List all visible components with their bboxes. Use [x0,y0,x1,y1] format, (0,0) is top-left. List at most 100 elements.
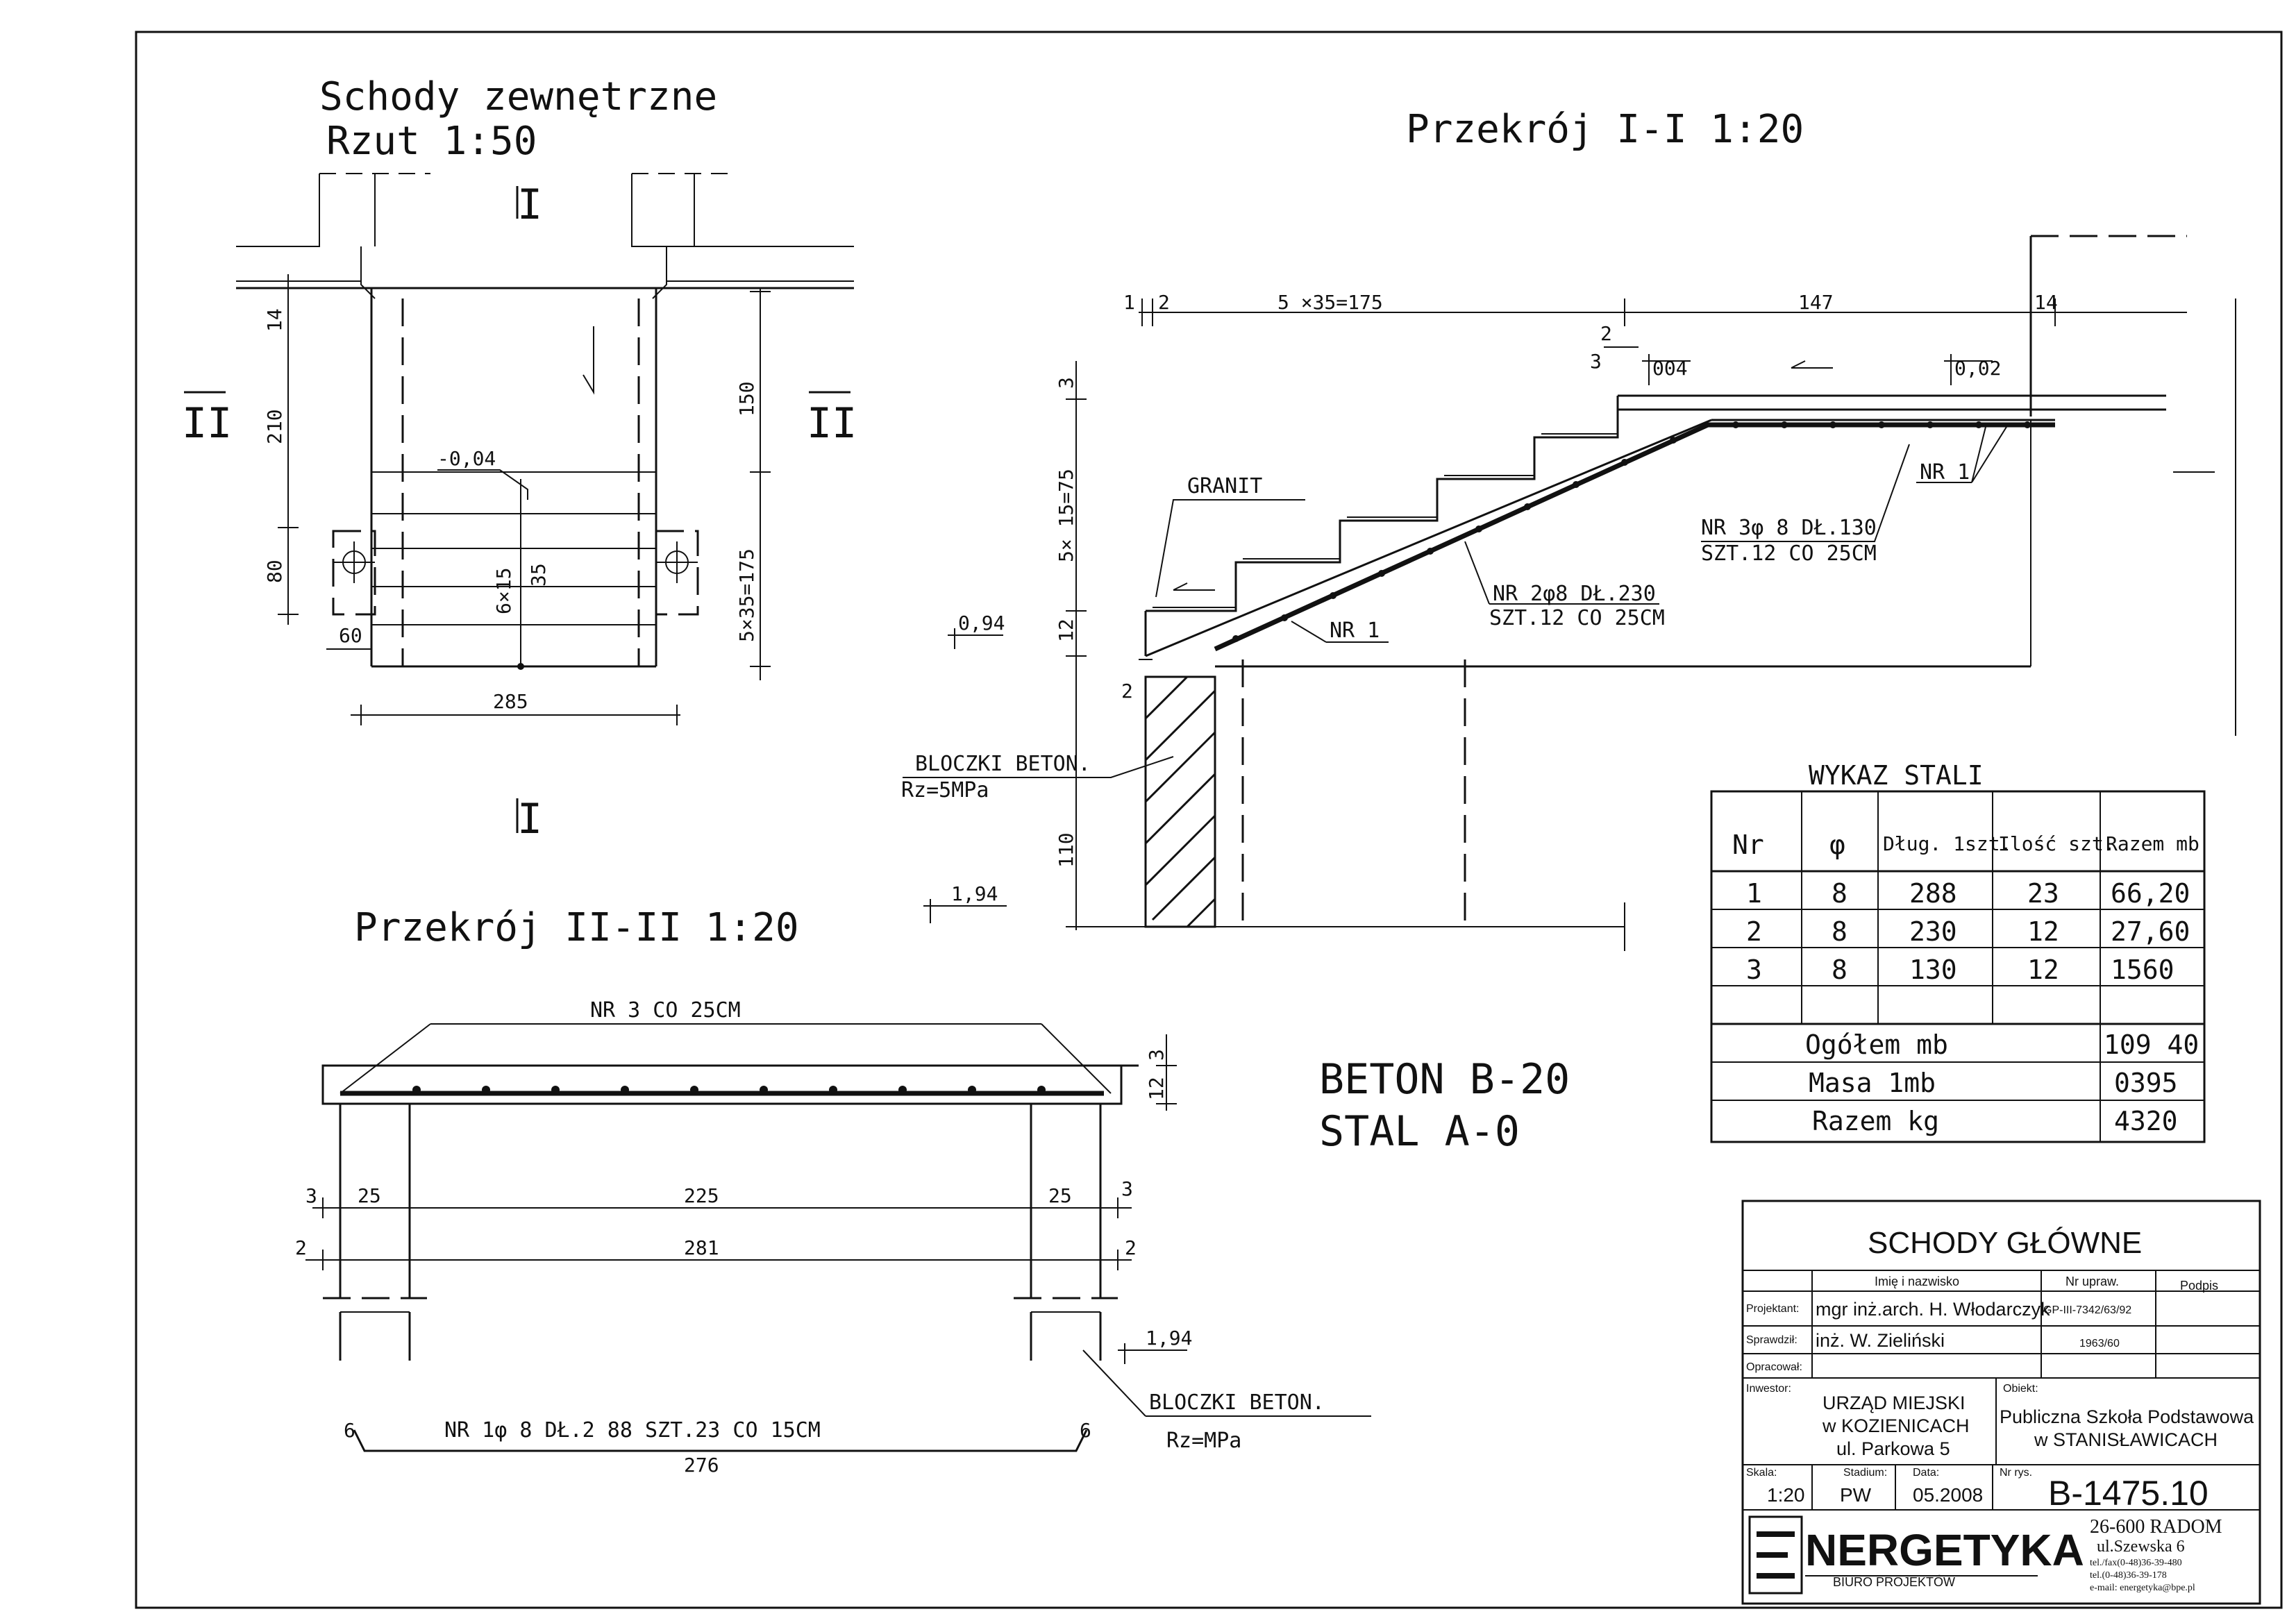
tb-projektant-name: mgr inż.arch. H. Włodarczyk [1816,1299,2050,1320]
s1-dim-2: 2 [1158,291,1170,314]
steel-r1-dlug: 288 [1909,878,1957,909]
s1-dim-2c: 2 [1121,680,1133,703]
tb-data: 05.2008 [1913,1484,1983,1506]
plan-dim-14: 14 [263,308,286,332]
tb-inwestor-2: w KOZIENICACH [1822,1415,1970,1436]
plan-section-II-right: II [807,399,857,448]
plan-dim-80: 80 [263,560,286,583]
s2-dim-276: 276 [684,1454,719,1477]
steel-sum2-value: 0395 [2114,1068,2178,1098]
section-I-I: Przekrój I-I 1:20 1 2 5 ×35=175 147 14 [901,107,2236,951]
tb-projektant-label: Projektant: [1746,1303,1799,1315]
title-block: SCHODY GŁÓWNE Imię i nazwisko Nr upraw. … [1741,1200,2261,1605]
s1-level-004: 004 [1652,357,1688,380]
steel-h-phi: φ [1829,830,1845,860]
steel-r3-nr: 3 [1746,955,1762,985]
tb-sprawdzil-label: Sprawdził: [1746,1334,1798,1346]
tb-addr-3: tel./fax(0-48)36-39-480 [2090,1558,2182,1568]
tb-sprawdzil-name: inż. W. Zieliński [1816,1330,1945,1351]
section-II-II: Przekrój II-II 1:20 NR 3 CO 25CM 3 1 [295,905,1371,1477]
plan-dim-210: 210 [263,409,286,444]
s1-dim-110: 110 [1055,832,1078,868]
steel-h-nr: Nr [1732,830,1764,860]
steel-r2-phi: 8 [1832,916,1847,947]
steel-r3-ilosc: 12 [2027,955,2059,985]
s1-label-nr2: NR 2φ8 DŁ.230 [1493,582,1656,606]
s2-dim-3b: 3 [1121,1177,1133,1200]
s2-label-bloczki: BLOCZKI BETON. [1149,1390,1325,1415]
s1-dim-run: 5 ×35=175 [1277,291,1383,314]
sheet-border [135,31,2283,1609]
s1-label-granit: GRANIT [1187,474,1262,498]
tb-inwestor-1: URZĄD MIEJSKI [1822,1393,1966,1413]
plan-dim-35: 35 [527,563,550,587]
steel-r1-razem: 66,20 [2111,878,2190,909]
s1-label-nr2-spacing: SZT.12 CO 25CM [1489,606,1665,630]
s2-level-194: 1,94 [1146,1327,1192,1349]
s2-label-rz: Rz=MPa [1166,1429,1241,1453]
s1-label-nr3: NR 3φ 8 DŁ.130 [1701,516,1877,540]
tb-skala-label: Skala: [1746,1467,1777,1479]
section2-title: Przekrój II-II 1:20 [354,905,799,950]
tb-nrrys: B-1475.10 [2048,1474,2209,1513]
s1-label-rz: Rz=5MPa [901,778,989,802]
tb-addr-2: ul.Szewska 6 [2097,1538,2185,1556]
tb-opracowal-label: Opracował: [1746,1361,1802,1373]
plan-title-2: Rzut 1:50 [326,119,537,164]
steel-h-dlug: Dług. 1szt. [1883,832,2011,855]
s2-dim-281: 281 [684,1236,719,1259]
s1-level-094: 0,94 [958,612,1005,634]
tb-company-sub: BIURO PROJEKTÓW [1833,1574,1955,1589]
steel-r3-razem: 1560 [2111,955,2175,985]
tb-stadium: PW [1840,1484,1872,1506]
energetyka-logo [1748,1515,1803,1595]
steel-sum1-label: Ogółem mb [1805,1029,1948,1060]
s1-dim-3: 3 [1590,350,1602,373]
tb-col-name: Imię i nazwisko [1875,1275,1959,1288]
plan-dim-150: 150 [735,381,758,417]
section1-title: Przekrój I-I 1:20 [1406,107,1804,152]
plan-section-I-bottom: I [517,795,542,843]
plan-dim-60: 60 [339,624,362,647]
s2-hook-right: 6 [1080,1419,1091,1442]
tb-addr-1: 26-600 RADOM [2090,1516,2222,1538]
tb-skala: 1:20 [1767,1484,1805,1506]
tb-drawing-title: SCHODY GŁÓWNE [1868,1226,2142,1260]
s1-dim-2b: 2 [1600,322,1612,345]
steel-table: WYKAZ STALI Nr φ Dług. 1szt. Ilość szt. … [1710,760,2206,1143]
steel-r3-dlug: 130 [1909,955,1957,985]
tb-data-label: Data: [1913,1467,1939,1479]
steel-sum2-label: Masa 1mb [1809,1068,1936,1098]
steel-r3-phi: 8 [1832,955,1847,985]
s2-dim-3v: 3 [1145,1049,1168,1061]
material-beton: BETON B-20 [1319,1055,1570,1104]
s1-label-nr1a: NR 1 [1330,619,1380,643]
s1-label-nr1b: NR 1 [1920,460,1970,485]
steel-r1-phi: 8 [1832,878,1847,909]
s2-dim-2b: 2 [1125,1236,1137,1259]
s1-dim-14: 14 [2034,291,2058,314]
steel-r2-dlug: 230 [1909,916,1957,947]
tb-inwestor-3: ul. Parkowa 5 [1836,1438,1950,1459]
s1-dim-12: 12 [1055,619,1078,642]
steel-h-ilosc: Ilość szt. [1998,832,2115,855]
material-stal: STAL A-0 [1319,1107,1520,1156]
s1-dim-1: 1 [1123,291,1135,314]
tb-obiekt-1: Publiczna Szkoła Podstawowa [2000,1406,2254,1427]
steel-r2-ilosc: 12 [2027,916,2059,947]
plan-dim-6x15: 6×15 [492,568,515,614]
tb-obiekt-2: w STANISŁAWICACH [2034,1429,2218,1450]
s1-dim-rise: 5× 15=75 [1055,469,1078,562]
steel-r2-razem: 27,60 [2111,916,2190,947]
s2-dim-12: 12 [1145,1077,1168,1100]
steel-sum3-label: Razem kg [1812,1106,1939,1136]
s2-dim-3a: 3 [305,1184,317,1207]
plan-dim-5x35: 5×35=175 [735,548,758,642]
steel-h-razem: Razem mb [2106,832,2199,855]
s1-level-002: 0,02 [1954,357,2001,380]
s2-dim-25b: 25 [1048,1184,1072,1207]
tb-addr-5: e-mail: energetyka@bpe.pl [2090,1583,2195,1593]
plan-dim-285: 285 [493,690,528,713]
steel-sum1-value: 109 40 [2104,1029,2199,1060]
s2-hook-left: 6 [344,1419,355,1442]
